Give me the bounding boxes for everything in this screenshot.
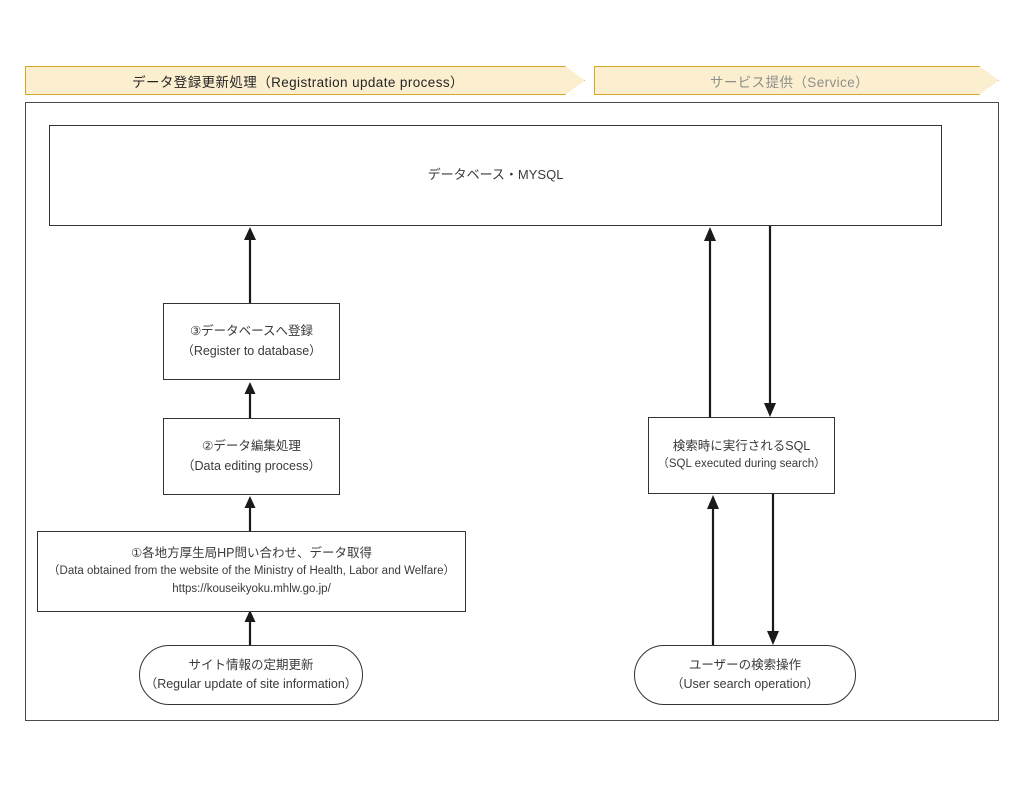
node-regular-update-label-line1: サイト情報の定期更新	[188, 657, 314, 672]
banner-service-label: サービス提供（Service）	[709, 74, 869, 90]
node-register-to-database-label-line2: （Register to database）	[181, 343, 322, 358]
node-data-editing-process[interactable]: ②データ編集処理 （Data editing process）	[163, 418, 340, 495]
node-user-search-label-line1: ユーザーの検索操作	[688, 657, 802, 672]
node-register-to-database[interactable]: ③データベースへ登録 （Register to database）	[163, 303, 340, 380]
node-sql-executed-label-line2: （SQL executed during search）	[657, 458, 826, 471]
node-database[interactable]: データベース・MYSQL	[49, 125, 942, 226]
node-data-editing-process-label-line2: （Data editing process）	[182, 458, 321, 473]
node-sql-executed-during-search[interactable]: 検索時に実行されるSQL （SQL executed during search…	[648, 417, 835, 494]
node-sql-executed-label-line1: 検索時に実行されるSQL	[672, 438, 811, 453]
node-data-acquisition-label-line2: （Data obtained from the website of the M…	[48, 565, 455, 578]
node-regular-update-label-line2: （Regular update of site information）	[144, 677, 358, 691]
node-data-editing-process-label-line1: ②データ編集処理	[202, 439, 301, 454]
node-user-search-operation[interactable]: ユーザーの検索操作 （User search operation）	[634, 645, 856, 705]
node-data-acquisition-label-line1: ①各地方厚生局HP問い合わせ、データ取得	[130, 546, 373, 560]
node-data-acquisition[interactable]: ①各地方厚生局HP問い合わせ、データ取得 （Data obtained from…	[37, 531, 466, 612]
node-user-search-label-line2: （User search operation）	[671, 677, 819, 691]
node-database-label-line1: データベース・MYSQL	[427, 167, 564, 183]
banner-registration-update-process: データ登録更新処理（Registration update process）	[25, 66, 585, 95]
node-data-acquisition-url: https://kouseikyoku.mhlw.go.jp/	[172, 583, 331, 596]
node-register-to-database-label-line1: ③データベースへ登録	[189, 324, 314, 339]
banner-service: サービス提供（Service）	[594, 66, 999, 95]
banner-registration-update-process-label: データ登録更新処理（Registration update process）	[132, 74, 464, 90]
node-regular-update[interactable]: サイト情報の定期更新 （Regular update of site infor…	[139, 645, 363, 705]
